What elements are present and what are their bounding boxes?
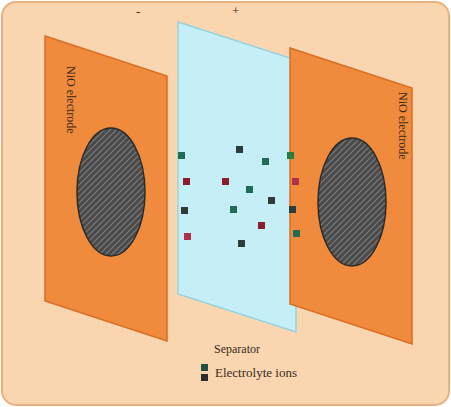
- electrode-label: NiO electrode: [64, 66, 78, 134]
- separator-panel: Separator: [178, 22, 296, 372]
- polarity-sign: -: [136, 4, 140, 20]
- electrode-label: NiO electrode: [396, 92, 410, 160]
- electrolyte-ions: [178, 146, 300, 247]
- legend-entry: Electrolyte ions: [200, 363, 297, 383]
- separator-panel-outline: [178, 22, 296, 372]
- electrode-material: [318, 138, 386, 266]
- polarity-sign: +: [232, 3, 239, 19]
- electrode-material: [77, 128, 145, 256]
- legend-text: Electrolyte ions: [215, 365, 297, 381]
- ion-swatch: [200, 363, 209, 383]
- separator-label: Separator: [214, 342, 260, 356]
